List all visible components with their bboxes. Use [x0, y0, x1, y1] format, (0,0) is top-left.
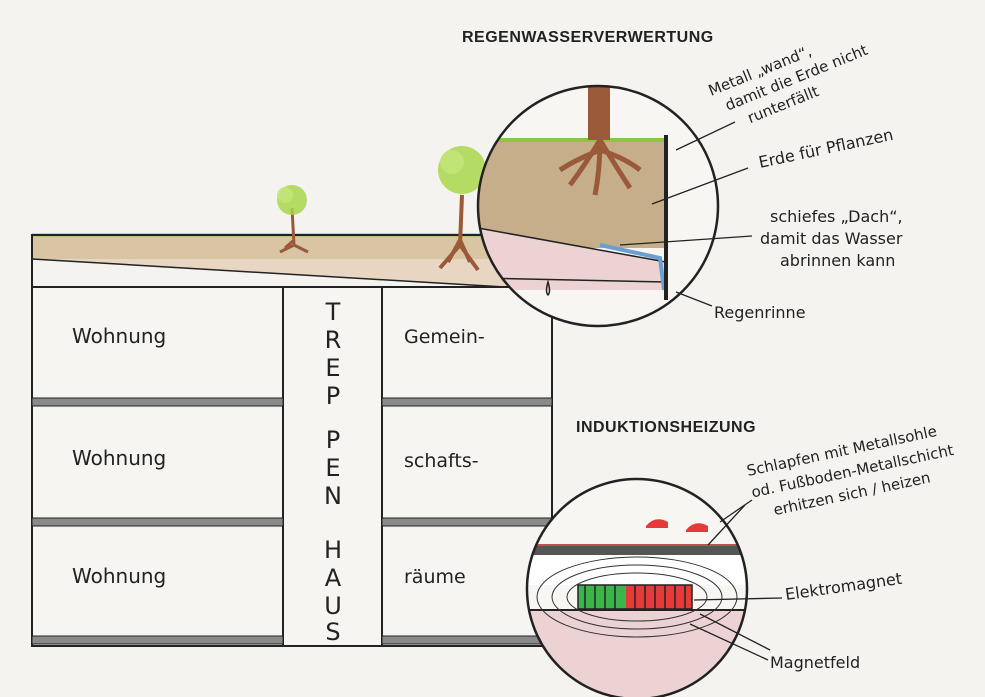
- slippers-label: Schlapfen mit Metallsohle od. Fußboden-M…: [745, 418, 964, 523]
- stair-letter: T: [325, 298, 341, 326]
- common-room-label: Gemein-: [404, 326, 485, 348]
- stair-letter: E: [325, 454, 340, 482]
- stair-letter: S: [325, 618, 340, 646]
- stair-letter: P: [326, 382, 340, 410]
- induction-callouts: [689, 499, 783, 661]
- rainwater-callouts: [619, 121, 753, 307]
- magnetic-field-label: Magnetfeld: [770, 653, 860, 672]
- stair-letter: A: [325, 564, 342, 592]
- electromagnet-label: Elektromagnet: [784, 569, 903, 604]
- stair-letter: H: [324, 536, 342, 564]
- rainwater-detail-circle: [476, 84, 720, 328]
- small-tree-icon: [277, 185, 309, 254]
- stair-letter: P: [326, 426, 340, 454]
- stair-letter: N: [324, 482, 342, 510]
- apartment-label: Wohnung: [72, 324, 166, 348]
- rainwater-title: REGENWASSERVERWERTUNG: [462, 29, 714, 46]
- magnetic-field-lines: [536, 556, 738, 638]
- apartment-label: Wohnung: [72, 564, 166, 588]
- slanted-roof-label: schiefes „Dach“, damit das Wasser abrinn…: [760, 207, 908, 270]
- building: Wohnung Wohnung Wohnung Gemein- schafts-…: [31, 146, 553, 647]
- stair-letter: R: [325, 326, 342, 354]
- big-tree-icon: [438, 146, 486, 272]
- slippers-icon: [646, 519, 708, 532]
- stair-letter: U: [324, 592, 342, 620]
- induction-detail-circle: [525, 477, 749, 697]
- stair-letter: E: [325, 354, 340, 382]
- soil-label: Erde für Pflanzen: [757, 125, 895, 172]
- gutter-label: Regenrinne: [714, 303, 806, 322]
- water-drop-icon: [545, 279, 551, 297]
- stairwell-label: T R E P P E N H A U S: [324, 298, 342, 646]
- common-room-label: schafts-: [404, 450, 479, 472]
- induction-title: INDUKTIONSHEIZUNG: [576, 419, 756, 436]
- metal-wall-label: Metall „wand“, damit die Erde nicht runt…: [706, 21, 882, 137]
- apartment-label: Wohnung: [72, 446, 166, 470]
- electromagnet-coil-icon: [577, 584, 693, 610]
- common-room-label: räume: [404, 566, 466, 588]
